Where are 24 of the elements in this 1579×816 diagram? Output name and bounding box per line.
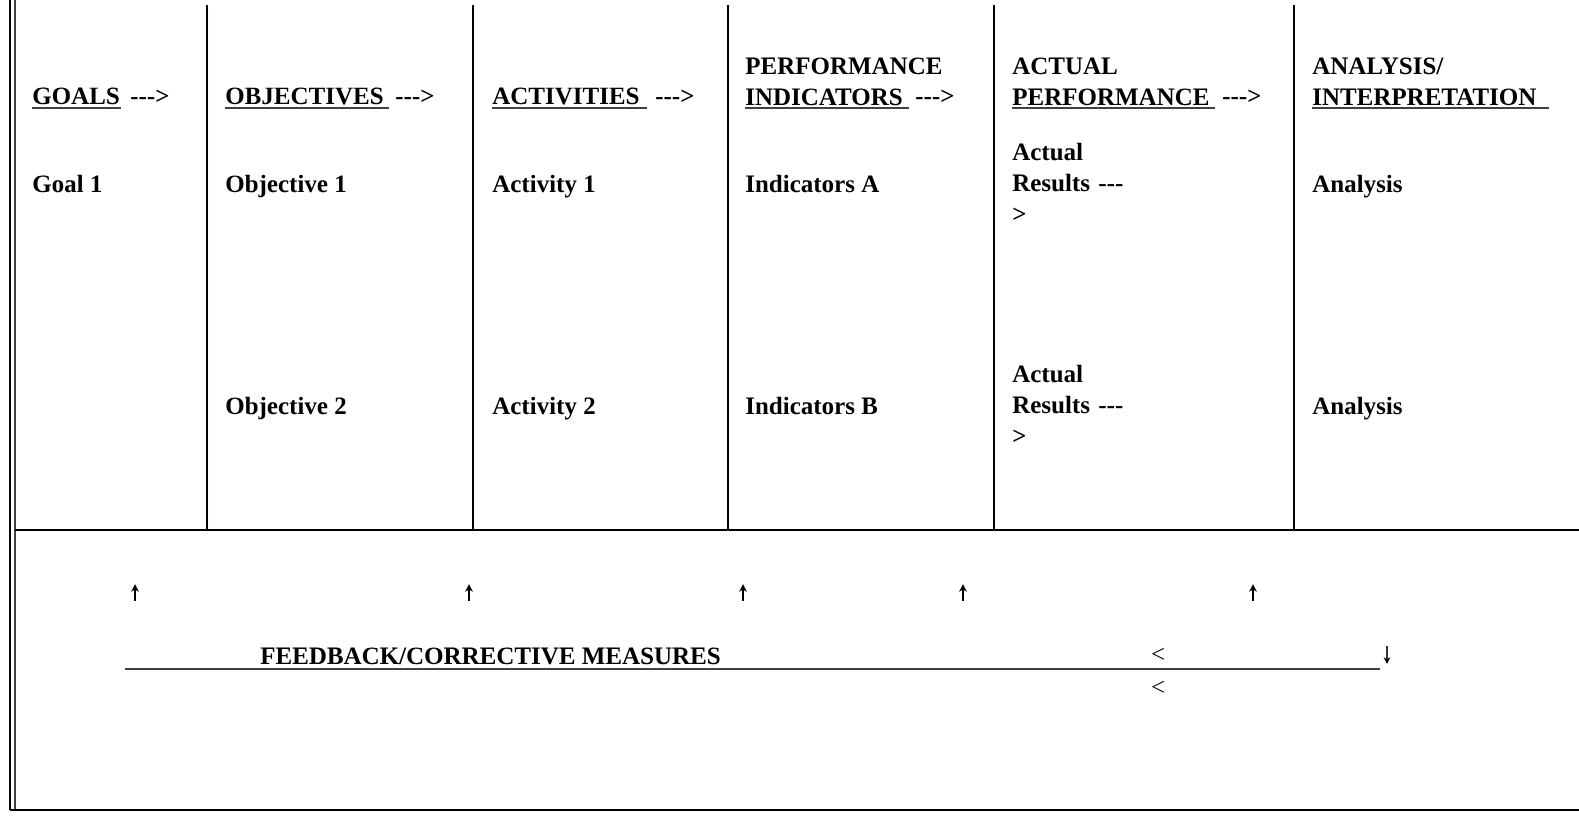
cell-text: Indicators A bbox=[746, 174, 880, 193]
column-heading: ACTUAL PERFORMANCE bbox=[1011, 57, 1216, 109]
arrow-text: ---> bbox=[916, 89, 954, 102]
cell-text: Actual Results ---> bbox=[1012, 142, 1123, 220]
column-heading: OBJECTIVES bbox=[224, 87, 390, 109]
arrow-text: ---> bbox=[396, 89, 434, 102]
column-heading: ANALYSIS/ INTERPRETATION bbox=[1311, 57, 1550, 109]
cell-text: Analysis bbox=[1312, 174, 1402, 198]
arrow-text: ---> bbox=[656, 89, 694, 102]
arrow-text: ---> bbox=[1223, 89, 1261, 102]
chevron-text: < bbox=[1152, 680, 1164, 693]
column-heading: ACTIVITIES bbox=[491, 87, 648, 109]
cell-text: Objective 1 bbox=[226, 174, 346, 198]
column-heading: GOALS bbox=[31, 87, 122, 109]
arrow-text: ---> bbox=[131, 89, 169, 102]
chevron-text: < bbox=[1152, 647, 1164, 660]
cell-text: Objective 2 bbox=[226, 396, 346, 420]
cell-text: Analysis bbox=[1312, 396, 1402, 420]
cell-text: Actual Results ---> bbox=[1012, 364, 1123, 442]
cell-text: Activity 1 bbox=[492, 174, 595, 198]
cell-text: Activity 2 bbox=[492, 396, 595, 420]
band-label: FEEDBACK/CORRECTIVE MEASURES bbox=[260, 647, 720, 665]
cell-text: Goal 1 bbox=[33, 174, 102, 193]
cell-text: Indicators B bbox=[746, 396, 878, 415]
